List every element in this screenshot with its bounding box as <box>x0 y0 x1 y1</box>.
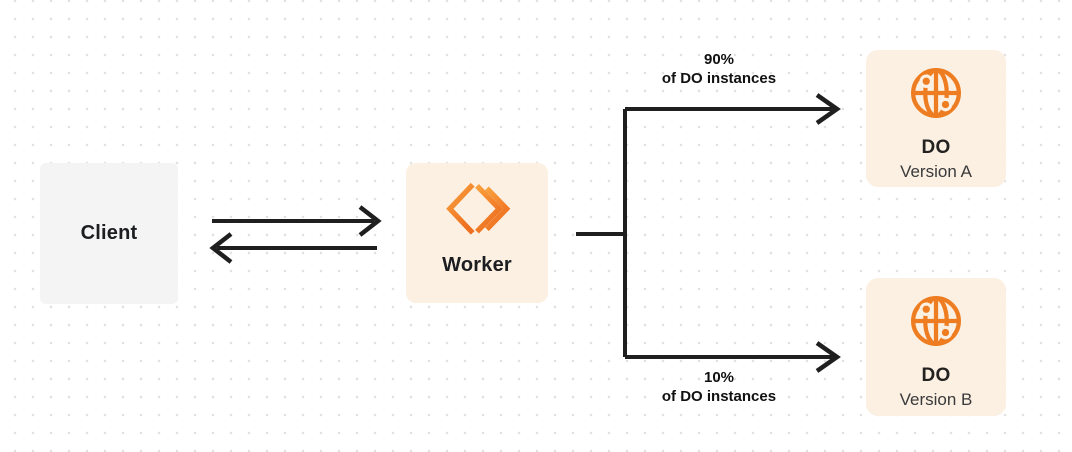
route-bottom-caption: of DO instances <box>661 388 777 405</box>
do-a-subtitle: Version A <box>900 162 972 181</box>
route-bottom-percent: 10% <box>703 369 735 386</box>
do-b-subtitle: Version B <box>899 390 973 409</box>
do-version-b-node: DO Version B <box>866 278 1006 416</box>
globe-icon <box>906 63 966 123</box>
do-a-title: DO <box>921 137 951 158</box>
worker-branch-line <box>576 109 627 357</box>
client-to-worker-arrow <box>212 205 382 237</box>
branch-to-do-a-arrow <box>625 93 841 125</box>
worker-node: Worker <box>406 163 548 303</box>
worker-to-client-arrow <box>209 232 377 264</box>
route-top-percent: 90% <box>703 51 735 68</box>
route-label-90-percent: 90% of DO instances <box>619 50 819 88</box>
branch-to-do-b-arrow <box>625 341 841 373</box>
workers-icon <box>443 180 511 240</box>
do-version-a-node: DO Version A <box>866 50 1006 187</box>
route-label-10-percent: 10% of DO instances <box>619 368 819 406</box>
do-b-title: DO <box>921 365 951 386</box>
client-label: Client <box>80 222 138 244</box>
client-node: Client <box>40 163 178 304</box>
route-top-caption: of DO instances <box>661 70 777 87</box>
worker-label: Worker <box>442 254 512 276</box>
globe-icon <box>906 291 966 351</box>
